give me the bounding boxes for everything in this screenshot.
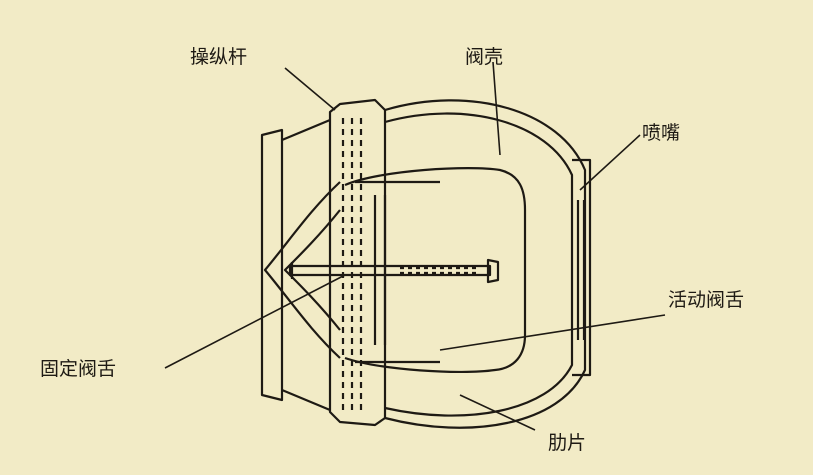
label-nozzle: 喷嘴 [642,122,681,144]
leader-lines [164,61,666,431]
inlet-flange [260,128,284,402]
movable-tongue [344,167,527,374]
label-fixed-tongue: 固定阀舌 [40,358,117,380]
label-rib: 肋片 [548,432,587,454]
control-rod [288,264,492,277]
label-valve-housing: 阀壳 [465,46,504,68]
lever-body [328,98,387,427]
rod-head [290,258,500,284]
movable-tongue-inner [355,180,440,364]
ribs [400,266,480,275]
fixed-tongue-inner [283,209,341,331]
fixed-tongue [263,181,341,359]
nozzle-plate [572,158,592,377]
label-movable-tongue: 活动阀舌 [668,289,745,311]
valve-housing-inner [384,112,574,417]
inlet-pipe [281,118,331,412]
label-lever: 操纵杆 [190,46,248,68]
